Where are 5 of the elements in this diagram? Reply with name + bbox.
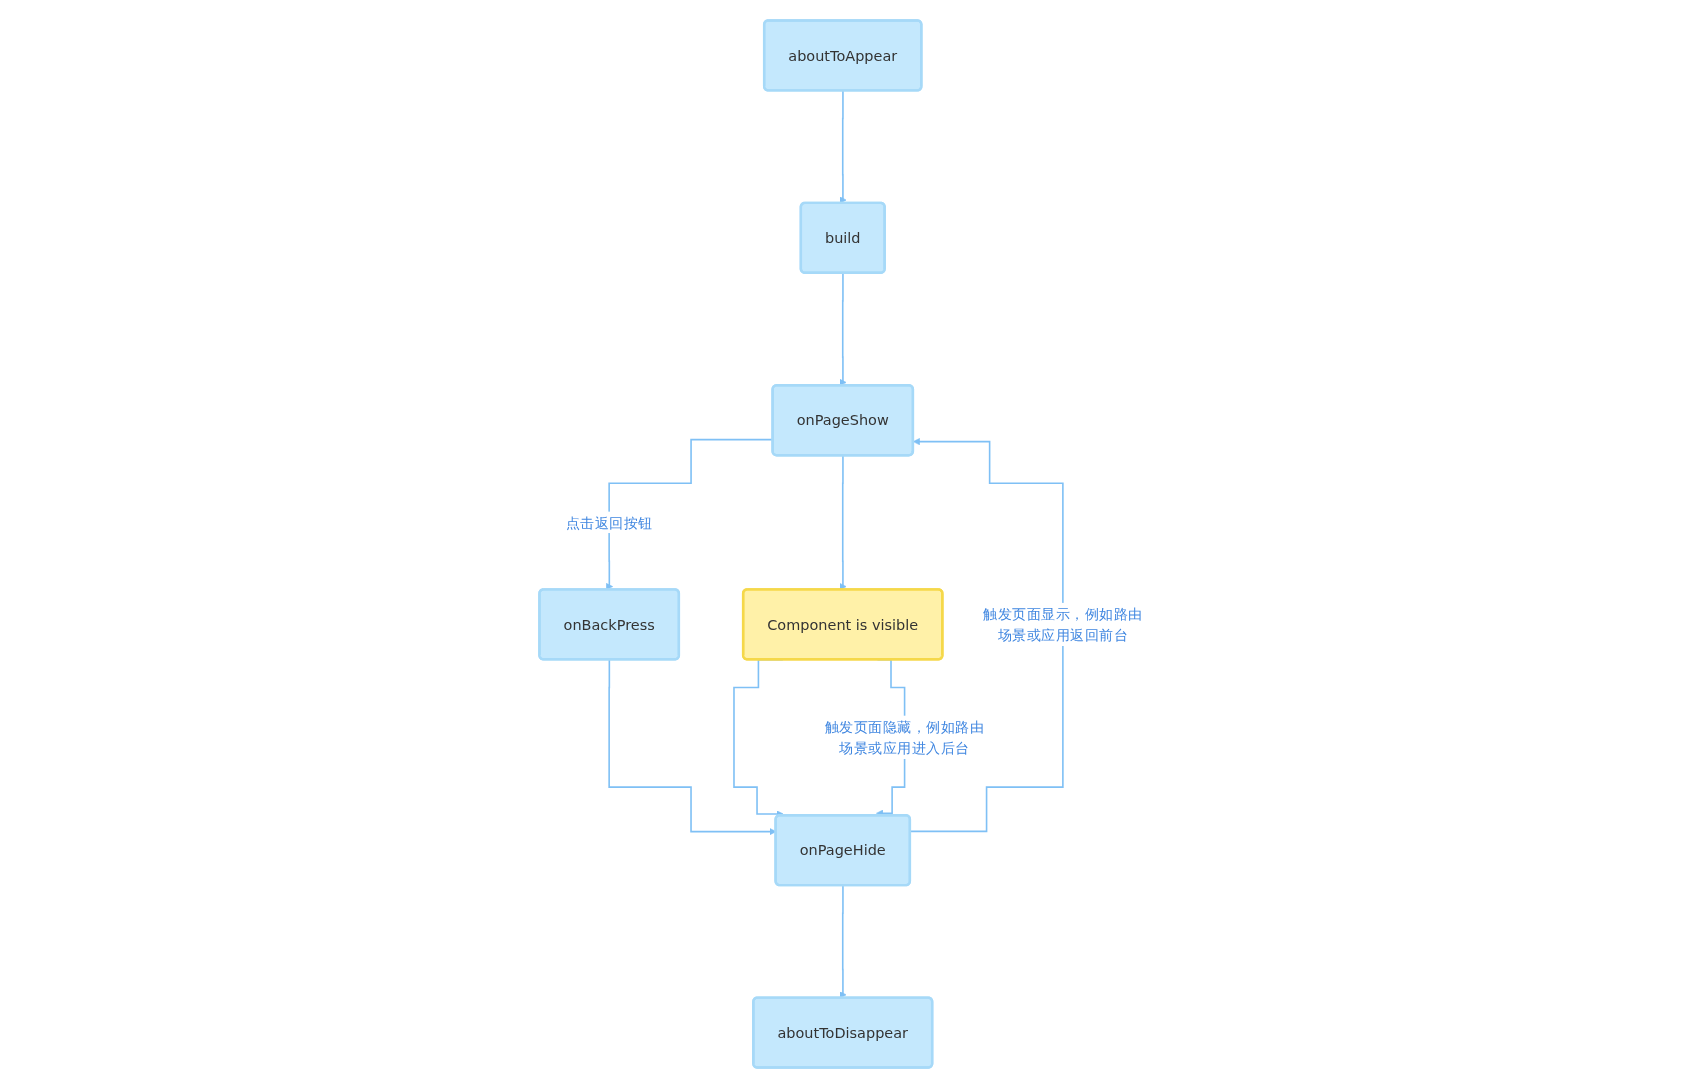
edge-label: 点击返回按钮 — [565, 513, 653, 531]
arrow — [839, 272, 847, 386]
edge-label: 触发页面隐藏，例如路由场景或应用进入后台 — [824, 717, 984, 757]
edge-label: 触发页面显示，例如路由场景或应用返回前台 — [982, 605, 1143, 644]
arrow — [909, 438, 1064, 833]
